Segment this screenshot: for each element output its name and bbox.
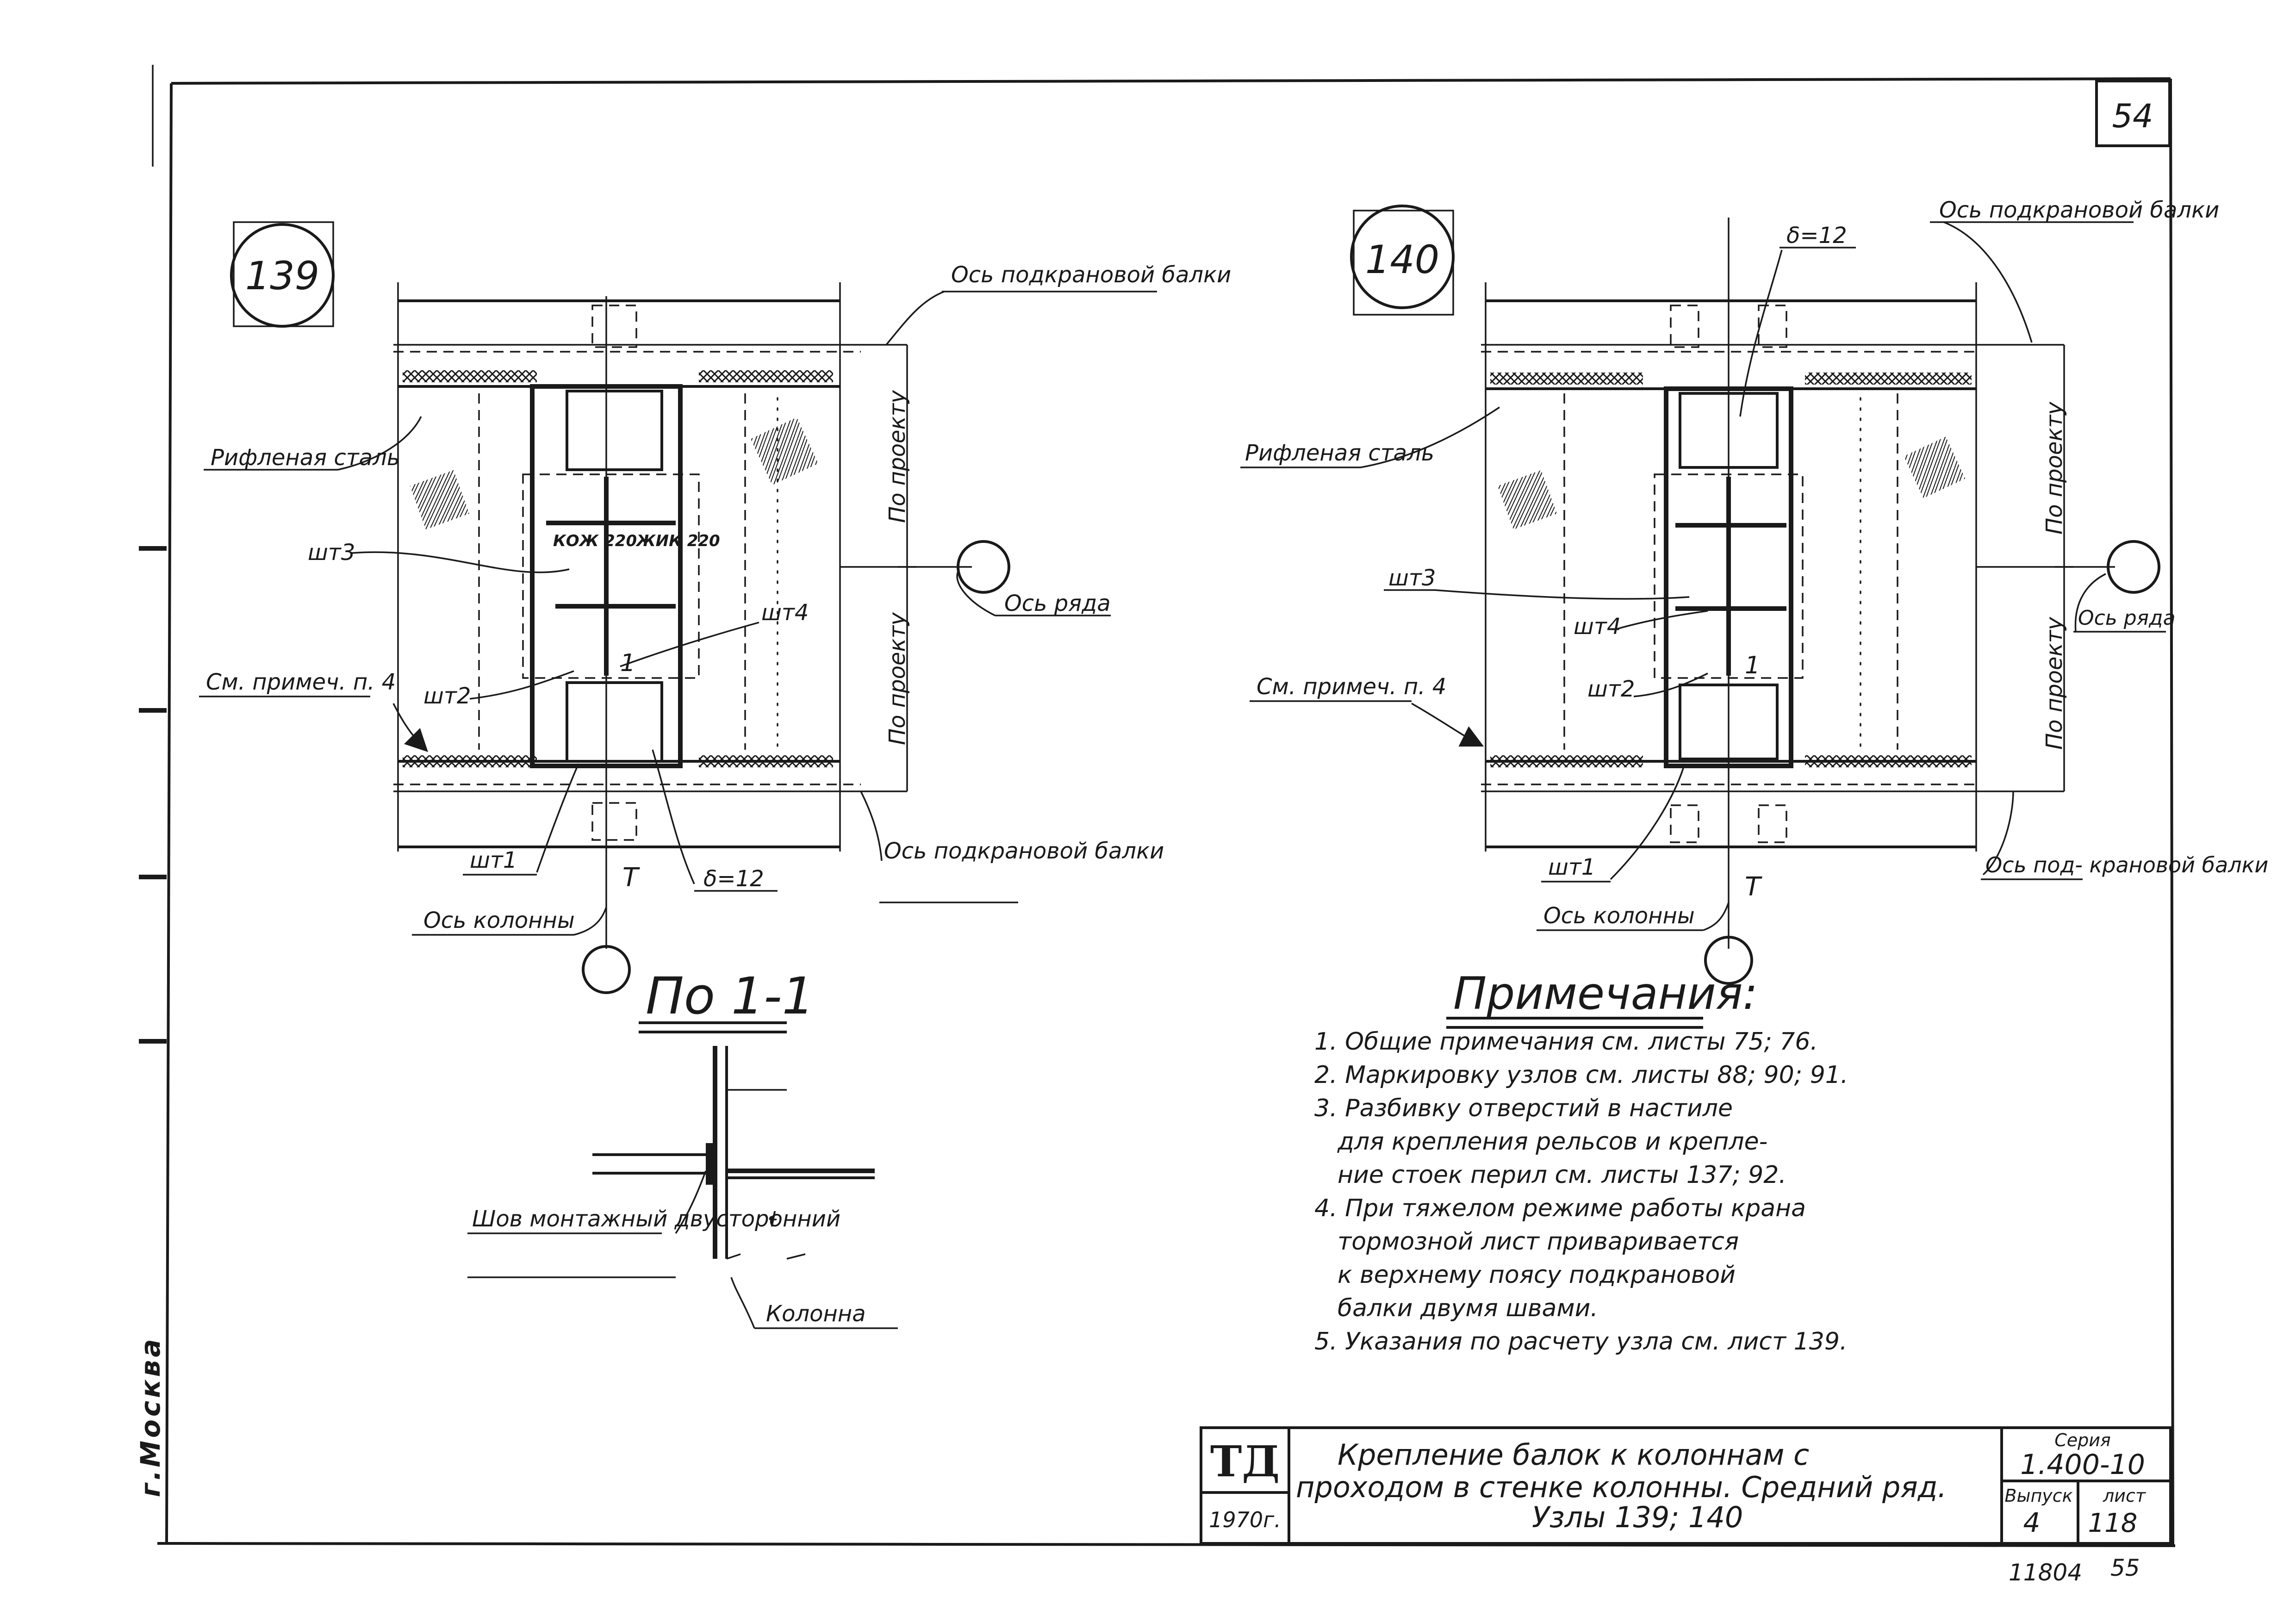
section-title: По 1-1 [646, 966, 815, 1026]
title-line: Узлы 139; 140 [1532, 1500, 1743, 1534]
city-stamp: г.Москва [135, 1337, 166, 1498]
note-line: 5. Указания по расчету узла см. лист 139… [1314, 1328, 1848, 1356]
td-logo: ТД [1210, 1436, 1280, 1486]
node-badge-number: 139 [245, 253, 319, 298]
cut-mark: T [622, 863, 640, 893]
title-line: проходом в стенке колонны. Средний ряд. [1296, 1470, 1947, 1504]
title-block: ТД 1970г. Крепление балок к колоннам с п… [1200, 1426, 2172, 1545]
bar4-label: шт4 [1574, 614, 1621, 640]
page-number: 54 [2112, 97, 2153, 135]
delta-label: δ=12 [1786, 223, 1847, 249]
issue-value: 4 [2023, 1507, 2041, 1538]
note-line: 1. Общие примечания см. листы 75; 76. [1314, 1028, 1818, 1056]
note-line: к верхнему поясу подкрановой [1338, 1261, 1736, 1289]
sheet-label: лист [2103, 1486, 2147, 1506]
column-axis-circle [1704, 936, 1753, 985]
ribbed-steel-label: Рифленая сталь [1245, 440, 1434, 466]
see-note-label: См. примеч. п. 4 [206, 669, 396, 695]
section-1-1: По 1-1 ɬ Шов монтажный двусторонний Коло… [467, 966, 898, 1329]
bar2-label: шт2 [1587, 676, 1635, 702]
crane-beam-axis-top: Ось подкрановой балки [951, 262, 1231, 288]
title-line: Крепление балок к колоннам с [1338, 1438, 1809, 1472]
tag-left: КОЖ 220 [553, 532, 637, 550]
note-line: 3. Разбивку отверстий в настиле [1314, 1094, 1733, 1122]
column-axis-circle [582, 945, 631, 994]
note-line: для крепления рельсов и крепле- [1337, 1128, 1767, 1156]
crane-beam-axis-bottom: Ось под- крановой балки [1985, 852, 2268, 877]
node-badge-number: 140 [1365, 237, 1439, 282]
delta-label: δ=12 [703, 866, 764, 892]
bar3-label: шт3 [1388, 565, 1436, 591]
bar4-label: шт4 [761, 600, 809, 626]
by-project-bottom: По проекту [884, 612, 910, 745]
year: 1970г. [1209, 1507, 1281, 1532]
row-axis-label: Ось ряда [1004, 591, 1111, 616]
column-axis-label: Ось колонны [423, 908, 575, 933]
crane-beam-axis-top: Ось подкрановой балки [1939, 197, 2219, 223]
tag-right: ЖИК 220 [635, 532, 720, 550]
by-project-bottom: По проекту [2041, 617, 2067, 750]
note-line: балки двумя швами. [1338, 1294, 1598, 1322]
by-project-top: По проекту [2041, 402, 2067, 535]
cut-mark: T [1745, 872, 1762, 902]
svg-text:ɬ: ɬ [768, 1208, 778, 1231]
note-line: тормозной лист приваривается [1338, 1228, 1739, 1256]
notes-block: Примечания: 1. Общие примечания см. лист… [1314, 968, 1848, 1356]
row-axis-circle [2107, 540, 2160, 594]
note-line: 2. Маркировку узлов см. листы 88; 90; 91… [1314, 1061, 1848, 1089]
note-line: ние стоек перил см. листы 137; 92. [1338, 1161, 1786, 1189]
row-axis-circle [957, 540, 1010, 594]
section-mark: 1 [1745, 652, 1760, 679]
bar2-label: шт2 [423, 683, 471, 709]
note-line: 4. При тяжелом режиме работы крана [1314, 1194, 1806, 1222]
node-139: 139 КОЖ 220 ЖИК 220 [199, 221, 1231, 994]
bar1-label: шт1 [1548, 854, 1595, 880]
see-note-label: См. примеч. п. 4 [1257, 674, 1446, 700]
page-number-box: 54 [2095, 80, 2171, 147]
series-label: Серия [2054, 1430, 2111, 1450]
column-axis-label: Ось колонны [1543, 903, 1695, 929]
sheet-frame [139, 65, 2176, 1547]
node-140: 140 T П [1240, 197, 2268, 985]
by-project-top: По проекту [884, 390, 910, 523]
bar3-label: шт3 [308, 540, 355, 566]
bar1-label: шт1 [470, 847, 517, 873]
sheet-value: 118 [2088, 1508, 2138, 1538]
notes-heading: Примечания: [1453, 968, 1758, 1020]
series-value: 1.400-10 [2020, 1449, 2145, 1481]
ribbed-steel-label: Рифленая сталь [211, 445, 400, 471]
column-label: Колонна [766, 1301, 866, 1327]
issue-label: Выпуск [2004, 1486, 2072, 1506]
section-mark: 1 [620, 649, 635, 677]
crane-beam-axis-bottom: Ось подкрановой балки [884, 838, 1164, 864]
row-axis-label: Ось ряда [2078, 606, 2176, 630]
weld-label: Шов монтажный двусторонний [472, 1206, 840, 1232]
bottom-code-right: 55 [2110, 1555, 2140, 1581]
bottom-code-left: 11804 [2009, 1559, 2082, 1586]
